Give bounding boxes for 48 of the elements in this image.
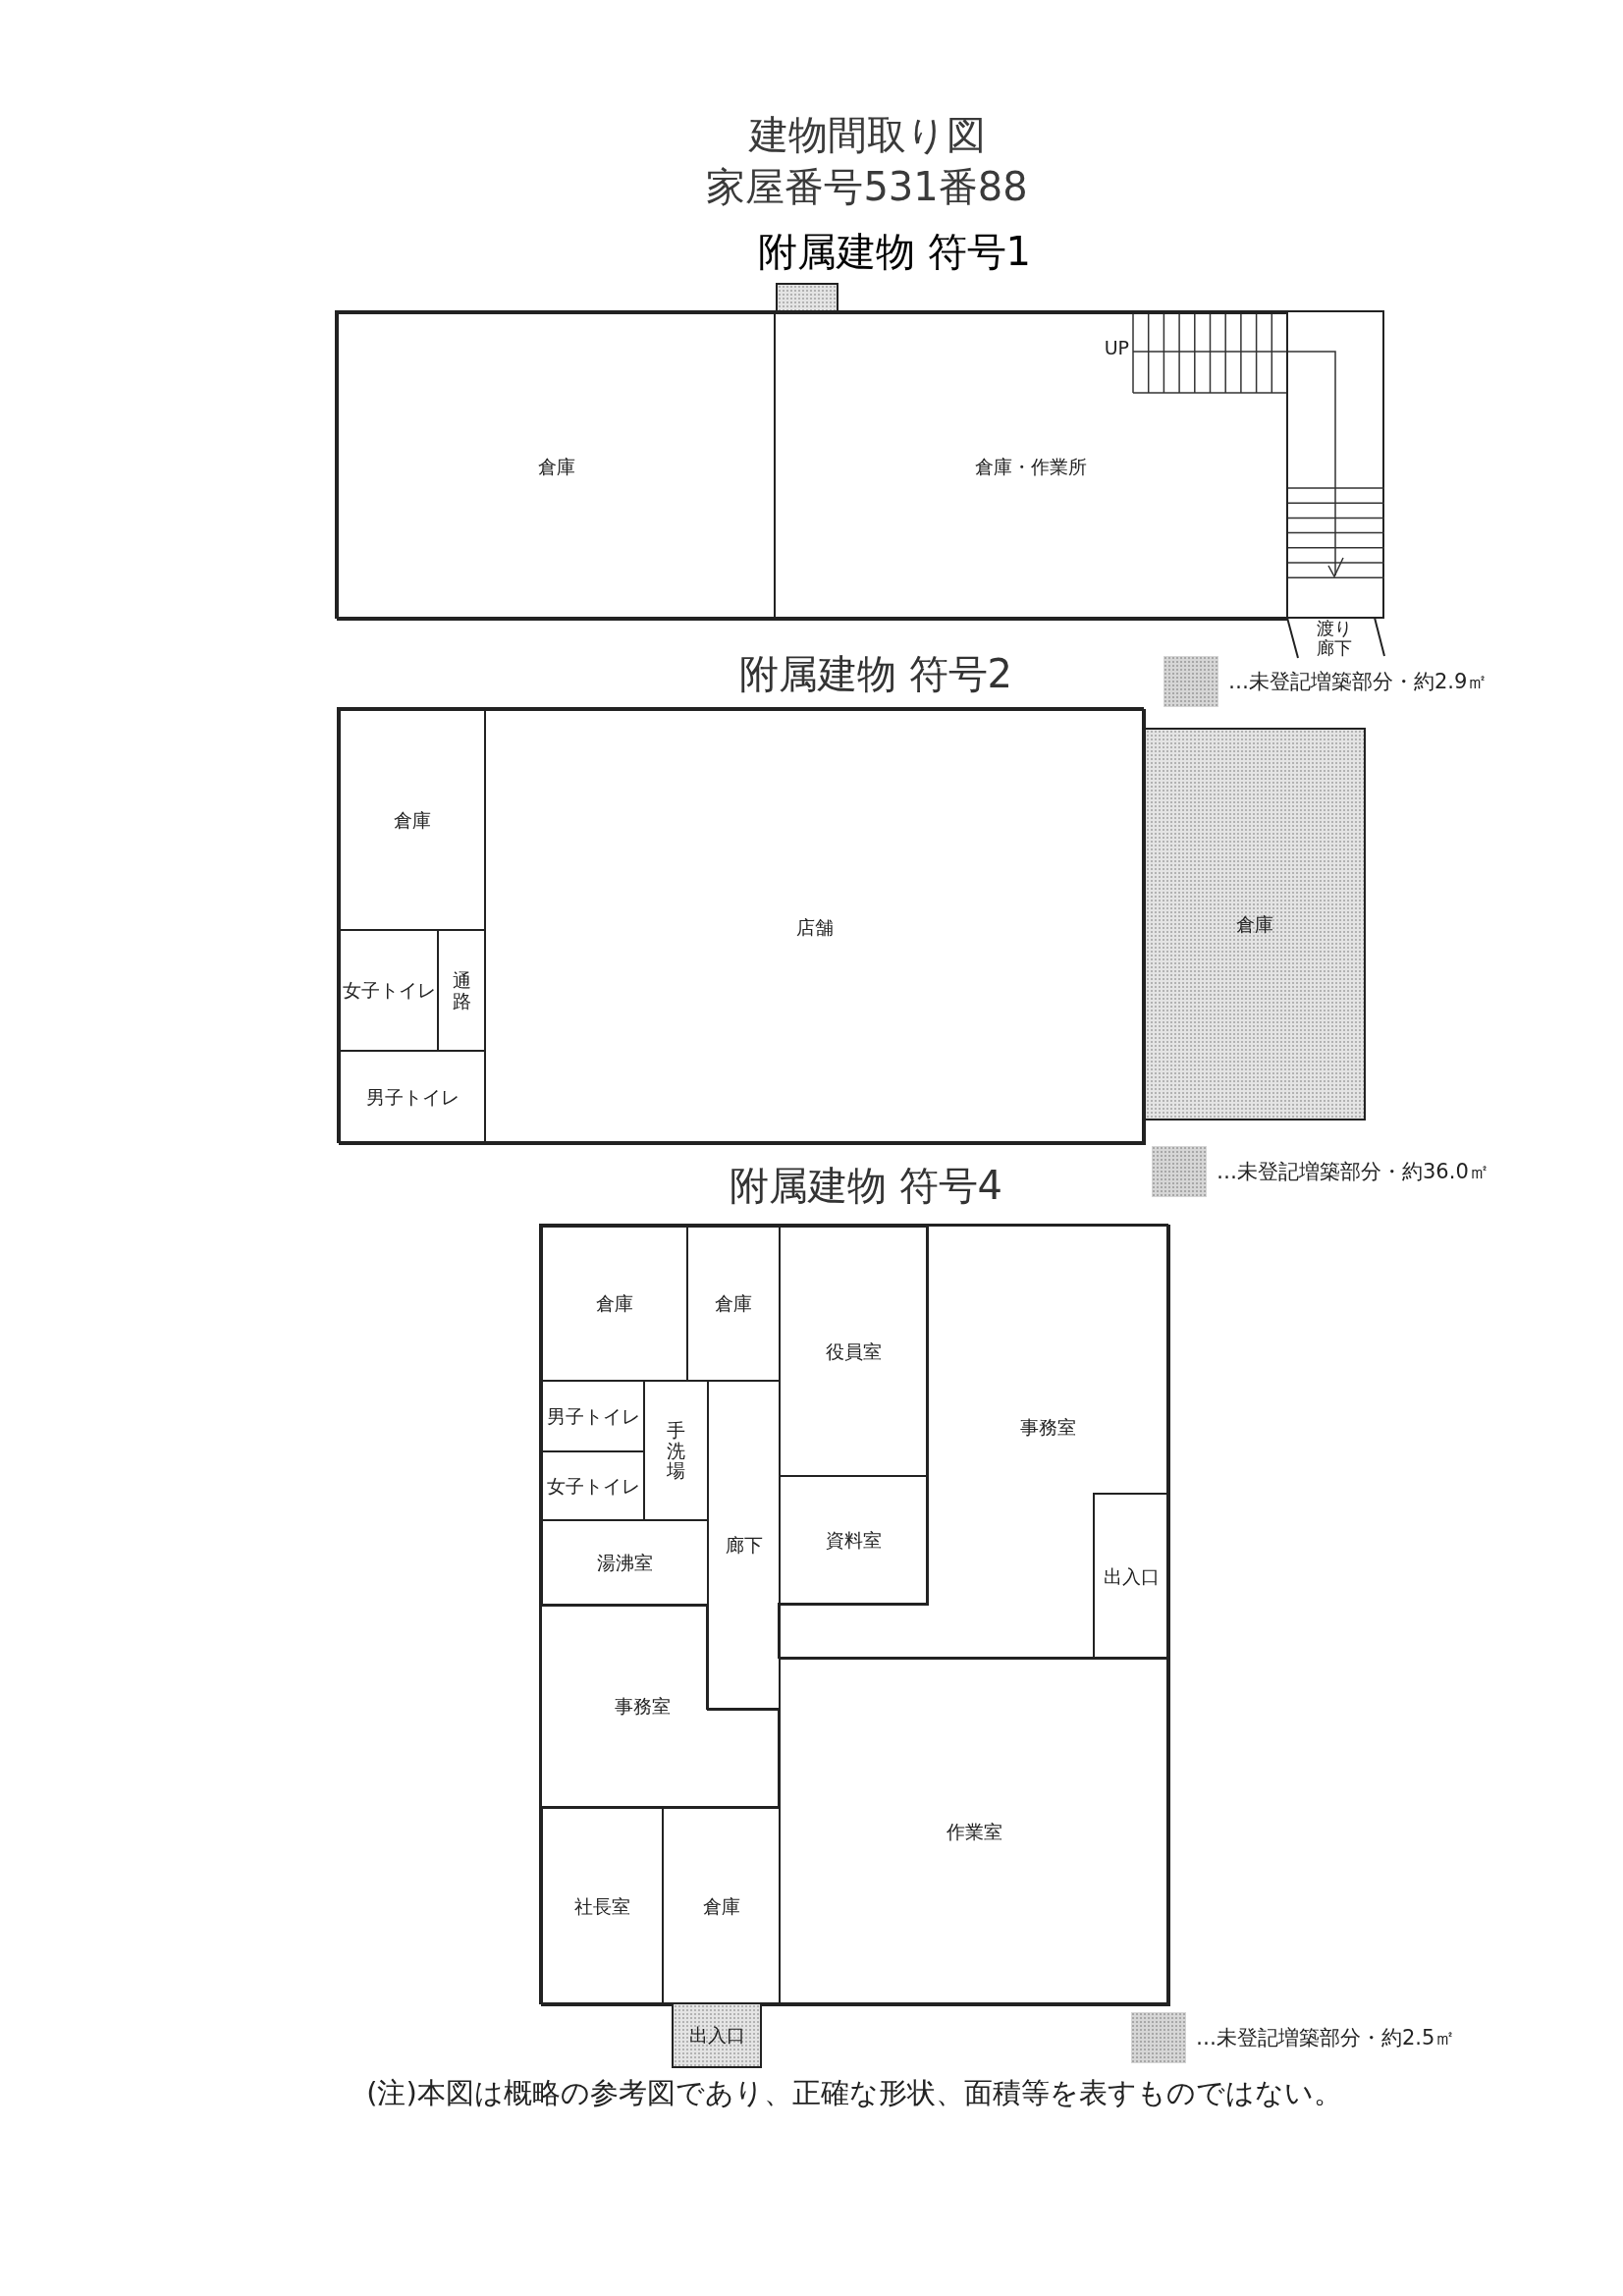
title: 建物間取り図 <box>747 113 987 156</box>
legend-text: …未登記増築部分・約2.5㎡ <box>1196 2025 1456 2051</box>
room <box>541 1807 664 2006</box>
room-label: 女子トイレ <box>342 980 436 1001</box>
room <box>774 312 1288 621</box>
label: 渡り廊下 <box>1317 619 1352 658</box>
shaded-extension-room <box>672 2002 762 2068</box>
room-label: 廊下 <box>725 1535 763 1556</box>
building-heading: 附属建物 符号4 <box>728 1164 1004 1207</box>
room-label: 出入口 <box>688 2025 745 2046</box>
room-label: 倉庫 <box>1236 913 1273 935</box>
room-label: 社長室 <box>574 1896 630 1917</box>
legend-text: …未登記増築部分・約36.0㎡ <box>1217 1159 1489 1185</box>
room <box>339 1050 486 1145</box>
room-label: 倉庫 <box>715 1293 752 1314</box>
room-label: 倉庫 <box>596 1293 633 1314</box>
room <box>541 1226 688 1382</box>
room-label: 倉庫 <box>537 456 575 477</box>
legend-text: …未登記増築部分・約2.9㎡ <box>1228 669 1488 695</box>
building-heading: 附属建物 符号1 <box>756 230 1033 273</box>
room <box>541 1519 709 1607</box>
room-label: 店舗 <box>796 916 834 938</box>
room-label: 女子トイレ <box>546 1475 640 1497</box>
room-label: 資料室 <box>826 1530 882 1551</box>
room-label: 男子トイレ <box>365 1087 460 1108</box>
room <box>779 1475 929 1606</box>
room-label: 作業室 <box>947 1822 1002 1842</box>
room-label: 手洗場 <box>667 1419 685 1482</box>
room-label: 通路 <box>452 969 471 1011</box>
shaded-extension-box <box>776 283 839 312</box>
room-label: 倉庫 <box>702 1896 740 1917</box>
building-heading: 附属建物 符号2 <box>737 652 1014 695</box>
room <box>339 709 486 931</box>
note: (注)本図は概略の参考図であり、正確な形状、面積等を表すものではない。 <box>365 2078 1343 2109</box>
room-label: 事務室 <box>1019 1416 1076 1438</box>
stair-label: UP <box>1103 338 1129 358</box>
label: 家屋番号531番88 <box>705 165 1029 208</box>
room-label: 湯沸室 <box>597 1553 653 1573</box>
room-label: 出入口 <box>1104 1565 1160 1587</box>
room-label: 事務室 <box>614 1695 671 1717</box>
room-label: 倉庫 <box>394 809 431 831</box>
shaded-extension-room <box>1144 728 1366 1121</box>
room <box>779 1226 929 1477</box>
room-label: 男子トイレ <box>546 1405 640 1427</box>
room-label: 倉庫・作業所 <box>975 456 1087 477</box>
room <box>337 312 776 621</box>
room-label: 役員室 <box>826 1340 882 1362</box>
room <box>779 1658 1170 2006</box>
